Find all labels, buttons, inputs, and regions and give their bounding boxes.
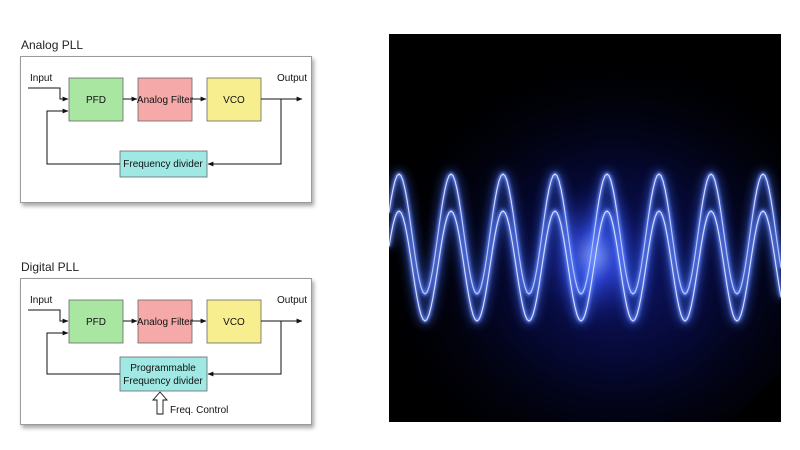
- digital-vco-label: VCO: [223, 317, 245, 328]
- freq-control-label: Freq. Control: [170, 405, 228, 416]
- digital-divider-label-2: Frequency divider: [123, 376, 203, 387]
- digital-vco-block: [206, 299, 262, 344]
- digital-pfd-block: [68, 299, 124, 344]
- analog-pfd-label: PFD: [86, 95, 106, 106]
- digital-filter-block: [137, 299, 193, 344]
- pll-diagrams: Input Output PFD Analog Filter VCO Frequ…: [28, 73, 307, 416]
- analog-pll-diagram: Input Output PFD Analog Filter VCO Frequ…: [28, 73, 307, 178]
- digital-input-line: [28, 309, 69, 324]
- freq-control-arrow-icon: [152, 391, 168, 415]
- sine-waves: [385, 169, 785, 326]
- digital-divider-label-1: Programmable: [130, 363, 196, 374]
- upper-wave: [388, 173, 782, 295]
- analog-input-line: [28, 87, 69, 102]
- analog-output-label: Output: [277, 73, 307, 84]
- analog-divider-block: [119, 150, 208, 178]
- waveform-graphic: [364, 34, 800, 450]
- analog-pfd-block: [68, 77, 124, 122]
- digital-output-label: Output: [277, 295, 307, 306]
- analog-divider-label: Frequency divider: [123, 159, 203, 170]
- analog-vco-label: VCO: [223, 95, 245, 106]
- waveform-image: [364, 34, 800, 450]
- lower-wave: [388, 210, 782, 322]
- analog-filter-block: [137, 77, 193, 122]
- digital-pfd-label: PFD: [86, 317, 106, 328]
- digital-input-label: Input: [30, 295, 52, 306]
- digital-divider-block: [119, 356, 208, 392]
- digital-pll-diagram: Input Output PFD Analog Filter VCO Progr…: [28, 295, 307, 416]
- digital-pll-title: Digital PLL: [21, 260, 80, 274]
- analog-vco-block: [206, 77, 262, 122]
- analog-input-label: Input: [30, 73, 52, 84]
- analog-filter-label: Analog Filter: [137, 95, 194, 106]
- digital-filter-label: Analog Filter: [137, 317, 194, 328]
- analog-pll-title: Analog PLL: [21, 38, 84, 52]
